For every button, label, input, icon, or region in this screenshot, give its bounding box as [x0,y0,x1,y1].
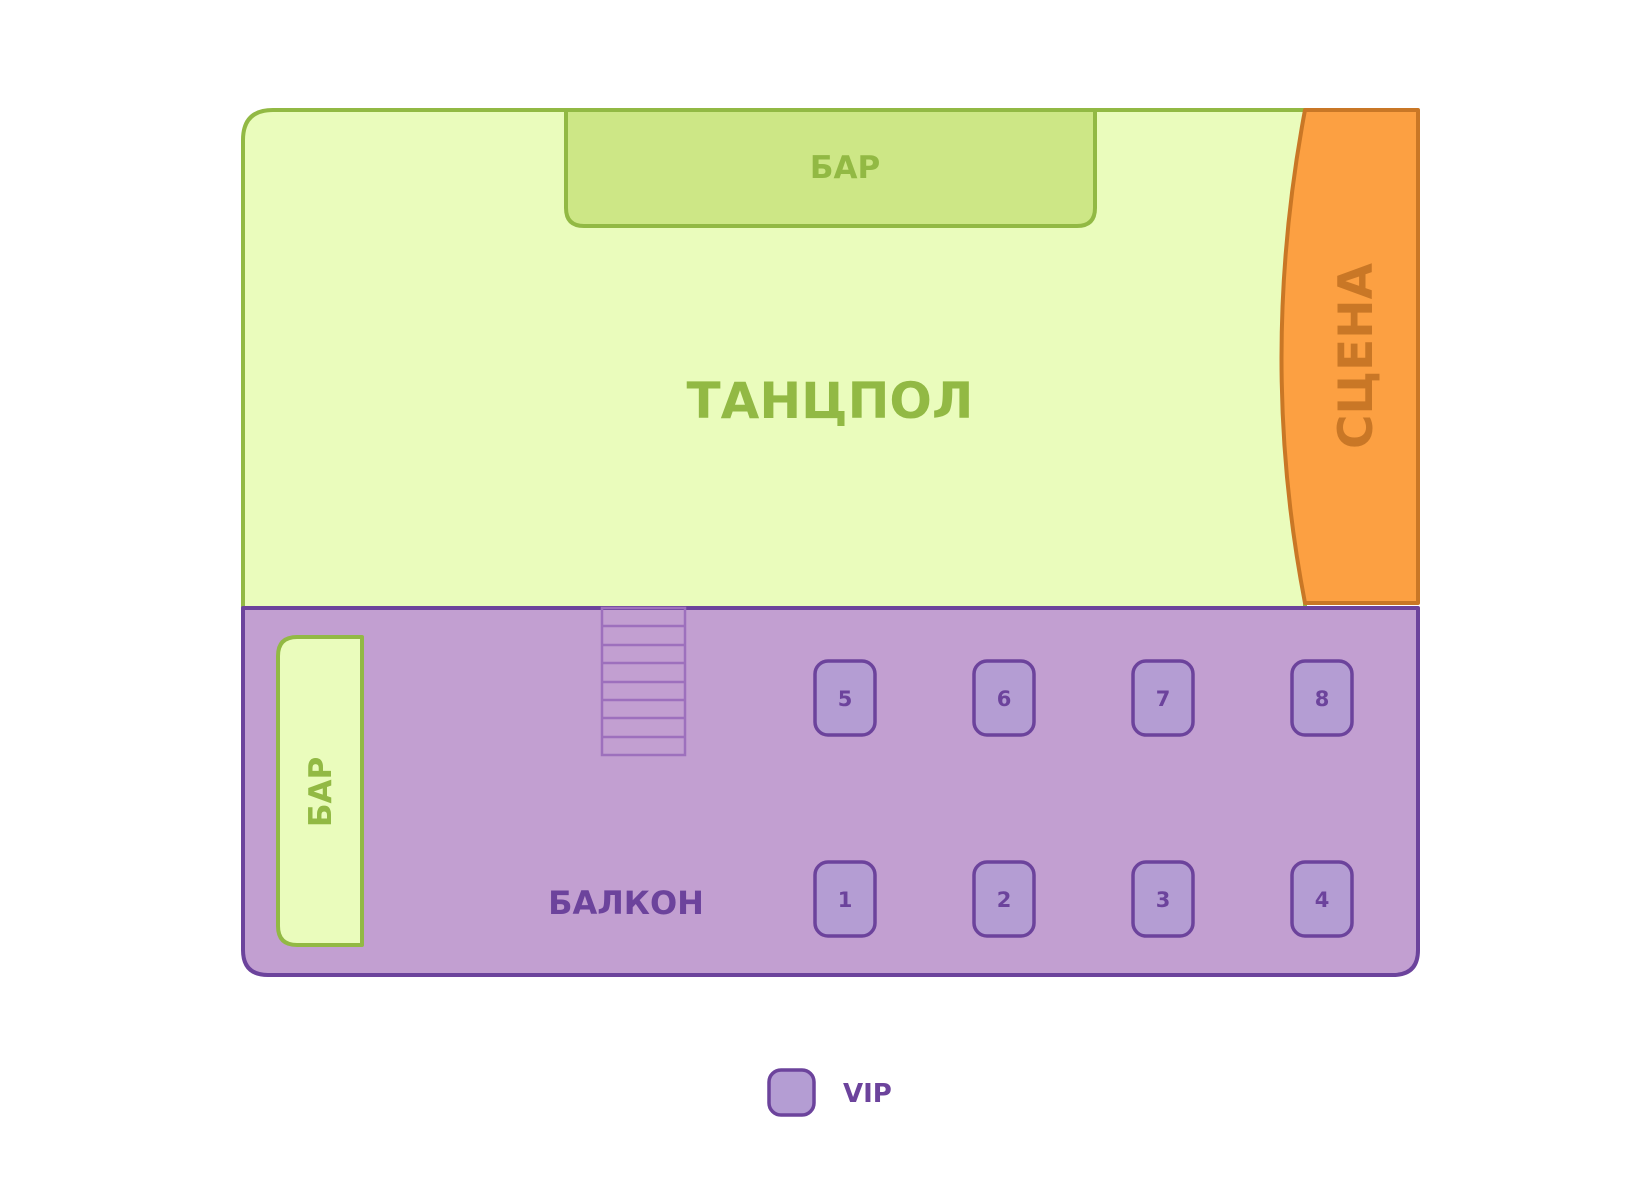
legend-vip-swatch [767,1068,816,1117]
stairs [600,606,687,757]
vip-table-7[interactable]: 7 [1131,659,1195,737]
bar-top-label: БАР [810,150,880,186]
vip-table-4-number: 4 [1315,888,1330,912]
vip-table-7-number: 7 [1156,687,1171,711]
vip-table-5-number: 5 [838,687,853,711]
vip-table-1[interactable]: 1 [813,860,877,938]
vip-table-3[interactable]: 3 [1131,860,1195,938]
vip-table-3-number: 3 [1156,888,1171,912]
bar-left-label: БАР [303,757,339,827]
stage-label: СЦЕНА [1329,262,1384,449]
vip-table-1-number: 1 [838,888,853,912]
dance-floor-label: ТАНЦПОЛ [687,372,974,430]
balcony-area[interactable] [241,606,1420,977]
balcony-label: БАЛКОН [548,884,704,922]
vip-table-8-number: 8 [1315,687,1330,711]
vip-table-8[interactable]: 8 [1290,659,1354,737]
vip-table-5[interactable]: 5 [813,659,877,737]
vip-table-6[interactable]: 6 [972,659,1036,737]
legend-vip-label: VIP [843,1079,892,1109]
stage-area[interactable] [1279,108,1420,605]
vip-table-4[interactable]: 4 [1290,860,1354,938]
bar-left-area[interactable] [276,635,364,947]
legend: VIP [767,1068,892,1117]
vip-table-2-number: 2 [997,888,1012,912]
bar-top-area[interactable] [564,108,1097,228]
vip-table-2[interactable]: 2 [972,860,1036,938]
vip-table-6-number: 6 [997,687,1012,711]
